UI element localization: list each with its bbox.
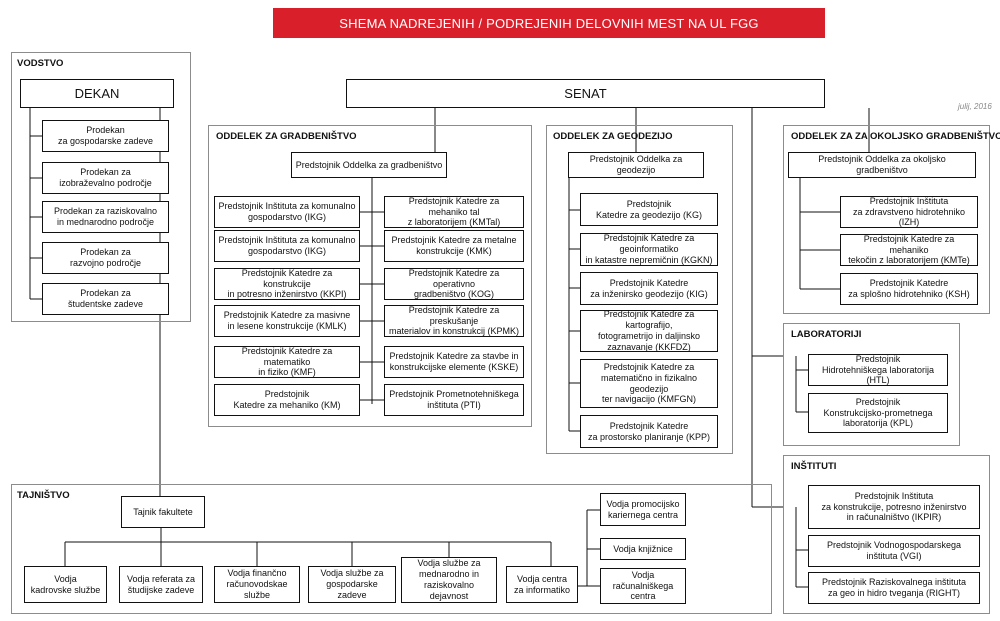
node-prodekan-razvojno: Prodekan za razvojno področje	[42, 242, 169, 274]
section-label-oddelek-geodezijo: ODDELEK ZA GEODEZIJO	[553, 131, 673, 142]
node-vodja-promocijsko: Vodja promocijsko kariernega centra	[600, 493, 686, 526]
section-tajnistvo	[11, 484, 772, 614]
node-kkfdz: Predstojnik Katedre za kartografijo, fot…	[580, 309, 718, 352]
section-vodstvo	[11, 52, 191, 322]
node-senat: SENAT	[346, 79, 825, 108]
node-vodja-mednarodno: Vodja službe za mednarodno in raziskoval…	[401, 557, 497, 603]
section-label-instituti: INŠTITUTI	[791, 461, 837, 472]
node-predstojnik-oddelka-gradbenistvo: Predstojnik Oddelka za gradbeništvo	[291, 152, 447, 178]
node-right: Predstojnik Raziskovalnega inštituta za …	[808, 572, 980, 604]
section-oddelek-gradbenistvo	[208, 125, 532, 427]
node-vodja-knjiznice: Vodja knjižnice	[600, 538, 686, 560]
node-kog: Predstojnik Katedre za operativno gradbe…	[384, 268, 524, 300]
node-kpp: Predstojnik Katedre za prostorsko planir…	[580, 415, 718, 448]
node-km: Predstojnik Katedre za mehaniko (KM)	[214, 384, 360, 416]
node-kpl: Predstojnik Konstrukcijsko-prometnega la…	[808, 393, 948, 433]
node-izh: Predstojnik Inštituta za zdravstveno hid…	[840, 196, 978, 228]
node-prodekan-studentske: Prodekan za študentske zadeve	[42, 283, 169, 315]
node-vodja-gospodarske: Vodja službe za gospodarske zadeve	[308, 566, 396, 603]
node-kmte: Predstojnik Katedre za mehaniko tekočin …	[840, 234, 978, 266]
node-vodja-referata: Vodja referata za študijske zadeve	[119, 566, 203, 603]
node-vodja-kadrovske: Vodja kadrovske službe	[24, 566, 107, 603]
node-ksh: Predstojnik Katedre za splošno hidrotehn…	[840, 273, 978, 305]
section-laboratoriji	[783, 323, 960, 446]
date-label: julij, 2016	[958, 102, 992, 111]
node-kmlk: Predstojnik Katedre za masivne in lesene…	[214, 305, 360, 337]
section-label-tajnistvo: TAJNIŠTVO	[17, 490, 70, 501]
node-kg: Predstojnik Katedre za geodezijo (KG)	[580, 193, 718, 226]
node-vodja-racunalniskega: Vodja računalniškega centra	[600, 568, 686, 604]
node-kgkn: Predstojnik Katedre za geoinformatiko in…	[580, 233, 718, 266]
section-instituti	[783, 455, 990, 614]
node-ikg-2: Predstojnik Inštituta za komunalno gospo…	[214, 230, 360, 262]
node-dekan: DEKAN	[20, 79, 174, 108]
page-title: SHEMA NADREJENIH / PODREJENIH DELOVNIH M…	[273, 8, 825, 38]
node-vodja-financno: Vodja finančno računovodskae službe	[214, 566, 300, 603]
section-oddelek-geodezijo	[546, 125, 733, 454]
node-predstojnik-oddelka-okoljsko: Predstojnik Oddelka za okoljsko gradbeni…	[788, 152, 976, 178]
section-label-oddelek-gradbenistvo: ODDELEK ZA GRADBENIŠTVO	[216, 131, 357, 142]
section-label-laboratoriji: LABORATORIJI	[791, 329, 862, 340]
node-prodekan-gospodarske: Prodekan za gospodarske zadeve	[42, 120, 169, 152]
node-ikpir: Predstojnik Inštituta za konstrukcije, p…	[808, 485, 980, 529]
node-kmtal: Predstojnik Katedre za mehaniko tal z la…	[384, 196, 524, 228]
node-prodekan-raziskovalno: Prodekan za raziskovalno in mednarodno p…	[42, 201, 169, 233]
node-vgi: Predstojnik Vodnogospodarskega inštituta…	[808, 535, 980, 567]
node-pti: Predstojnik Prometnotehniškega inštituta…	[384, 384, 524, 416]
node-kig: Predstojnik Katedre za inženirsko geodez…	[580, 272, 718, 305]
node-kmfgn: Predstojnik Katedre za matematično in fi…	[580, 359, 718, 408]
node-vodja-informatiko: Vodja centra za informatiko	[506, 566, 578, 603]
node-prodekan-izobrazevalno: Prodekan za izobraževalno področje	[42, 162, 169, 194]
node-ikg-1: Predstojnik Inštituta za komunalno gospo…	[214, 196, 360, 228]
node-kkpi: Predstojnik Katedre za konstrukcije in p…	[214, 268, 360, 300]
node-htl: Predstojnik Hidrotehniškega laboratorija…	[808, 354, 948, 386]
node-kmf: Predstojnik Katedre za matematiko in fiz…	[214, 346, 360, 378]
section-label-oddelek-okoljsko: ODDELEK ZA ZA OKOLJSKO GRADBENIŠTVO	[791, 131, 1000, 142]
node-kmk: Predstojnik Katedre za metalne konstrukc…	[384, 230, 524, 262]
node-kpmk: Predstojnik Katedre za preskušanje mater…	[384, 305, 524, 337]
node-kske: Predstojnik Katedre za stavbe in konstru…	[384, 346, 524, 378]
section-label-vodstvo: VODSTVO	[17, 58, 64, 69]
node-tajnik-fakultete: Tajnik fakultete	[121, 496, 205, 528]
node-predstojnik-oddelka-geodezijo: Predstojnik Oddelka za geodezijo	[568, 152, 704, 178]
section-oddelek-okoljsko	[783, 125, 990, 314]
